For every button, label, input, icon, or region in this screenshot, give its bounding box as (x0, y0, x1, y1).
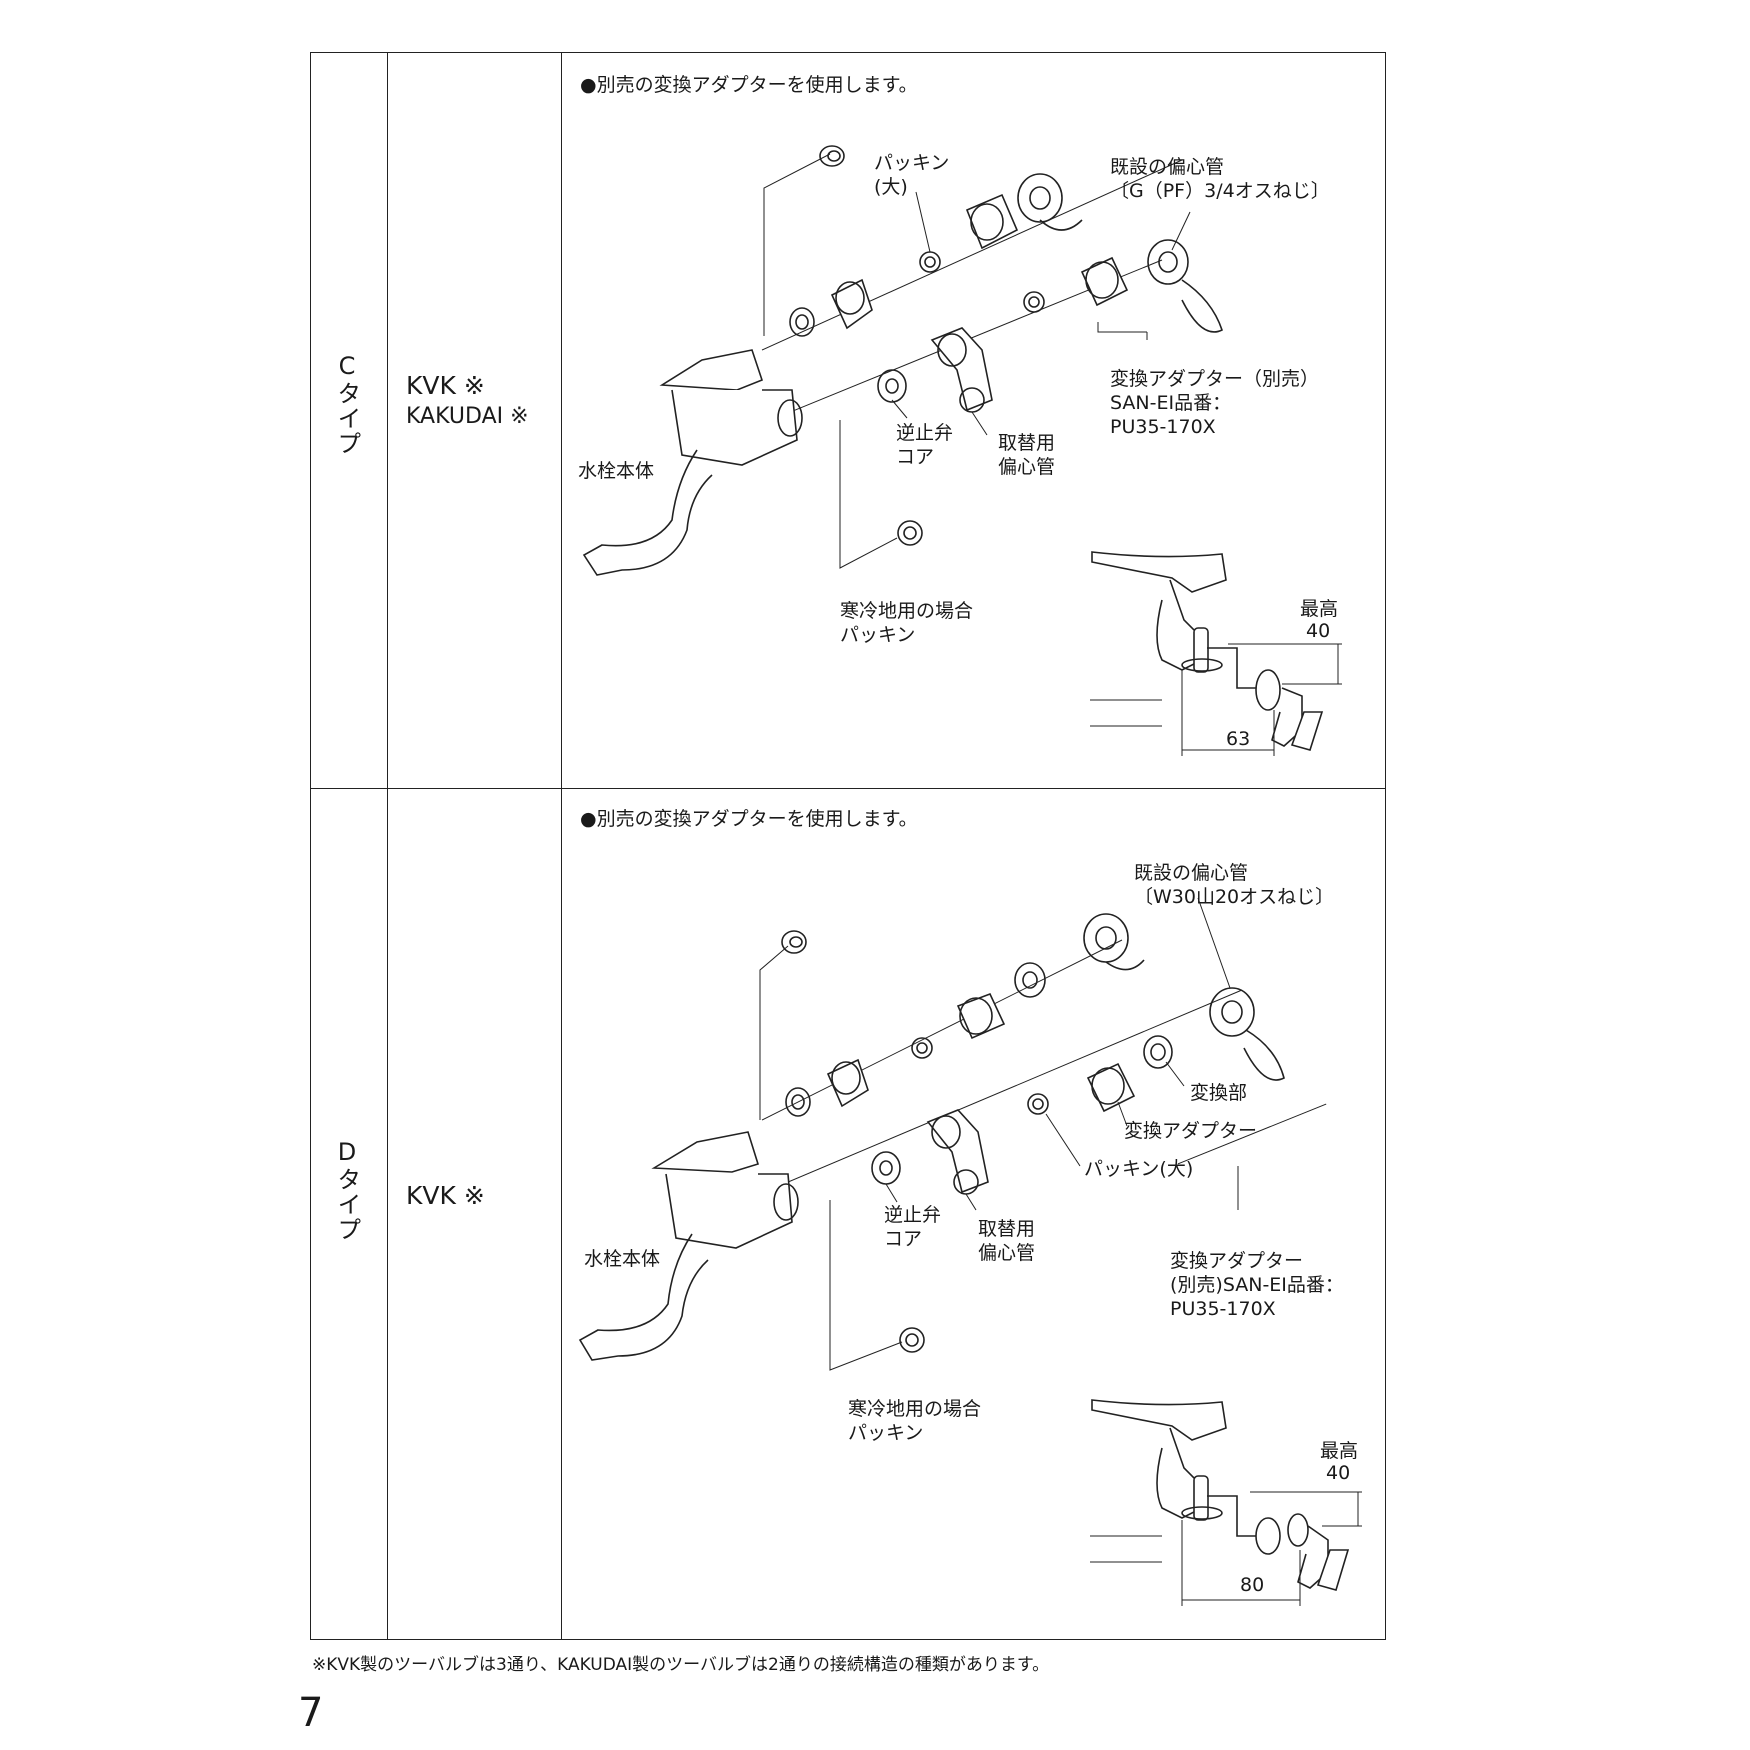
row-c-note: ●別売の変換アダプターを使用します。 (580, 74, 918, 96)
c-check-valve-label: 逆止弁 コア (896, 422, 953, 470)
d-existing-pipe-line1: 既設の偏心管 (1134, 862, 1249, 884)
c-check-valve-line2: コア (896, 445, 935, 468)
maker-c-line2: KAKUDAI ※ (406, 403, 529, 429)
d-packing-large-label: パッキン(大) (1084, 1158, 1194, 1180)
c-max-value: 40 (1306, 620, 1331, 642)
row-divider (310, 788, 1386, 789)
d-check-valve-line1: 逆止弁 (884, 1204, 942, 1226)
type-d-label: Dタイプ (333, 1138, 361, 1242)
d-replace-pipe-label: 取替用 偏心管 (978, 1218, 1035, 1266)
c-faucet-body-label: 水栓本体 (578, 460, 655, 482)
d-cold-packing-label: 寒冷地用の場合 パッキン (848, 1398, 981, 1446)
d-adapter-sold-line3: PU35-170X (1170, 1297, 1276, 1320)
table-frame (310, 52, 1386, 1640)
maker-d: KVK ※ (406, 1180, 485, 1213)
d-max-label: 最高 (1320, 1440, 1359, 1462)
d-replace-pipe-line1: 取替用 (978, 1218, 1036, 1240)
d-check-valve-label: 逆止弁 コア (884, 1204, 941, 1252)
c-replace-pipe-label: 取替用 偏心管 (998, 432, 1055, 480)
c-packing-large-line1: パッキン (874, 152, 950, 174)
page-number: 7 (298, 1690, 324, 1736)
c-packing-large-line2: (大) (874, 175, 908, 198)
d-replace-pipe-line2: 偏心管 (978, 1241, 1036, 1264)
d-cold-packing-line1: 寒冷地用の場合 (848, 1398, 982, 1420)
c-existing-pipe-label: 既設の偏心管 〔G（PF）3/4オスねじ〕 (1110, 156, 1330, 204)
d-conversion-part-label: 変換部 (1190, 1082, 1248, 1104)
d-cold-packing-line2: パッキン (848, 1421, 924, 1444)
c-existing-pipe-line2: 〔G（PF）3/4オスねじ〕 (1110, 179, 1330, 202)
maker-c-line1: KVK ※ (406, 371, 485, 400)
d-existing-pipe-line2: 〔W30山20オスねじ〕 (1134, 885, 1335, 908)
d-faucet-body-label: 水栓本体 (584, 1248, 661, 1270)
d-width-value: 80 (1240, 1574, 1265, 1596)
d-check-valve-line2: コア (884, 1227, 923, 1250)
c-check-valve-line1: 逆止弁 (896, 422, 954, 444)
d-adapter-sold-label: 変換アダプター (別売)SAN-EI品番： PU35-170X (1170, 1250, 1344, 1321)
maker-c: KVK ※ KAKUDAI ※ (406, 370, 529, 431)
c-adapter-line1: 変換アダプター（別売） (1110, 368, 1320, 390)
row-d-note: ●別売の変換アダプターを使用します。 (580, 808, 918, 830)
c-replace-pipe-line1: 取替用 (998, 432, 1056, 454)
column-divider-2 (561, 52, 562, 1640)
c-cold-packing-line2: パッキン (840, 623, 916, 646)
type-c-exploded-diagram (562, 100, 1382, 780)
d-adapter-sold-line1: 変換アダプター (1170, 1250, 1304, 1272)
c-width-value: 63 (1226, 728, 1251, 750)
d-max-value: 40 (1326, 1462, 1351, 1484)
d-existing-pipe-label: 既設の偏心管 〔W30山20オスねじ〕 (1134, 862, 1334, 910)
c-max-label: 最高 (1300, 598, 1339, 620)
c-adapter-line3: PU35-170X (1110, 415, 1216, 438)
c-cold-packing-line1: 寒冷地用の場合 (840, 600, 974, 622)
d-adapter-sold-line2: (別売)SAN-EI品番： (1170, 1273, 1344, 1296)
c-existing-pipe-line1: 既設の偏心管 (1110, 156, 1225, 178)
c-packing-large-label: パッキン (大) (874, 152, 949, 200)
column-divider-1 (387, 52, 388, 1640)
d-adapter-label: 変換アダプター (1124, 1120, 1258, 1142)
c-replace-pipe-line2: 偏心管 (998, 455, 1056, 478)
c-adapter-line2: SAN-EI品番： (1110, 391, 1232, 414)
footnote: ※KVK製のツーバルブは3通り、KAKUDAI製のツーバルブは2通りの接続構造の… (312, 1655, 1050, 1675)
c-adapter-label: 変換アダプター（別売） SAN-EI品番： PU35-170X (1110, 368, 1319, 439)
c-cold-packing-label: 寒冷地用の場合 パッキン (840, 600, 973, 648)
maker-d-line1: KVK ※ (406, 1181, 485, 1210)
type-d-exploded-diagram (562, 830, 1382, 1630)
type-c-label: Cタイプ (333, 352, 361, 456)
